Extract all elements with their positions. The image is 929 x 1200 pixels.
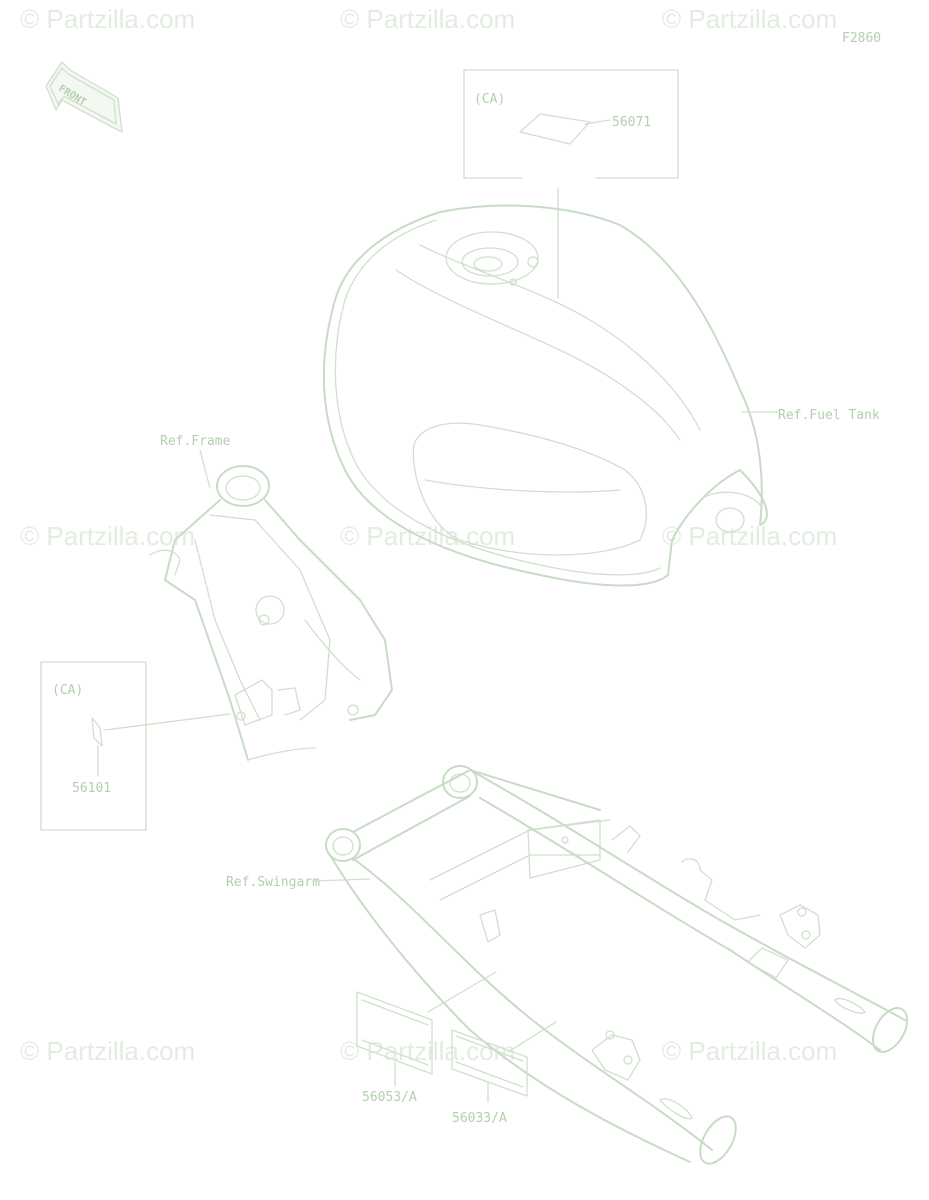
part-56071: 56071 [612, 115, 651, 130]
part-56033: 56033/A [452, 1111, 507, 1126]
watermark-5: © Partzilla.com [340, 521, 515, 551]
frame: Ref.Frame [149, 434, 393, 761]
watermark-1: © Partzilla.com [20, 4, 195, 34]
fuel-tank: Ref.Fuel Tank [322, 204, 880, 587]
watermark-8: © Partzilla.com [340, 1036, 515, 1066]
watermark-9: © Partzilla.com [662, 1036, 837, 1066]
swingarm: Ref.Swingarm [226, 765, 909, 1165]
ref-swingarm: Ref.Swingarm [226, 875, 320, 890]
front-arrow-icon: FRONT [45, 60, 123, 134]
ca-label-top: (CA) [474, 92, 505, 107]
ref-frame: Ref.Frame [160, 434, 231, 449]
watermark-3: © Partzilla.com [662, 4, 837, 34]
figure-code: F2860 [842, 31, 881, 46]
watermarks: © Partzilla.com © Partzilla.com © Partzi… [20, 4, 837, 1066]
watermark-6: © Partzilla.com [662, 521, 837, 551]
watermark-7: © Partzilla.com [20, 1036, 195, 1066]
ca-label-left: (CA) [52, 683, 83, 698]
part-56101: 56101 [72, 781, 111, 796]
ref-fuel-tank: Ref.Fuel Tank [778, 408, 880, 423]
ca-box-left: (CA) 56101 [40, 661, 231, 831]
part-56053: 56053/A [362, 1090, 417, 1105]
watermark-4: © Partzilla.com [20, 521, 195, 551]
swingarm-decals: 56053/A 56033/A [356, 991, 528, 1126]
ca-box-top: (CA) 56071 [463, 69, 679, 299]
watermark-2: © Partzilla.com [340, 4, 515, 34]
